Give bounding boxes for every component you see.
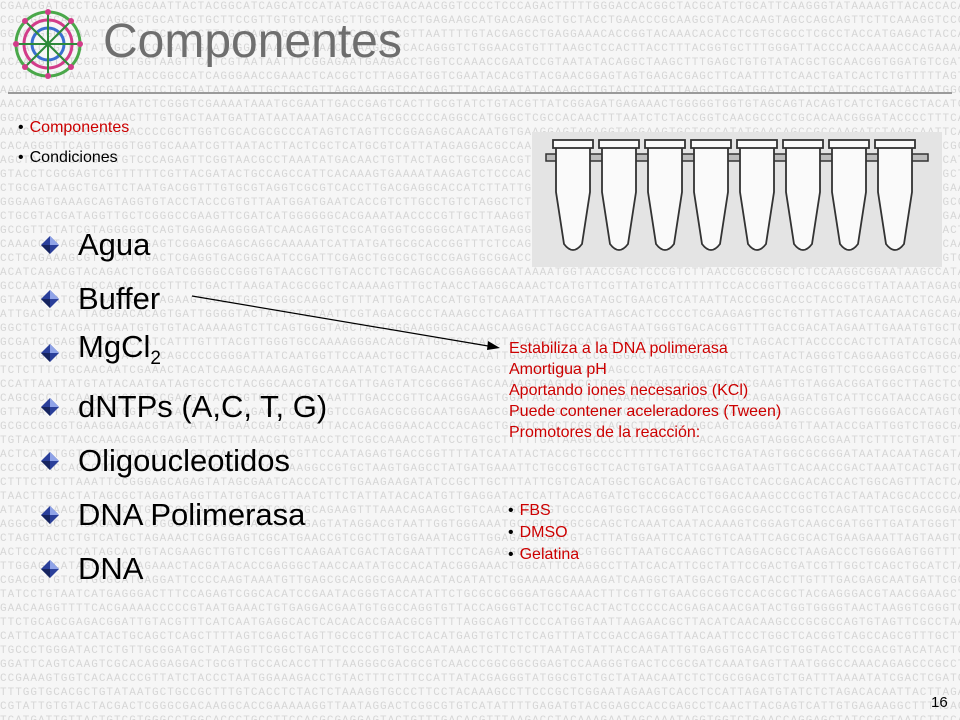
diamond-bullet-icon xyxy=(41,506,59,524)
diamond-bullet-icon xyxy=(41,398,59,416)
pcr-tube-cap xyxy=(598,139,640,149)
pcr-tube-cap xyxy=(690,139,732,149)
diamond-bullet-icon xyxy=(41,560,59,578)
component-item-oligonucleotidos: Oligoucleotidos xyxy=(40,434,327,488)
pcr-tubes-image xyxy=(532,132,942,267)
component-label: MgCl2 xyxy=(78,325,161,381)
component-label: Oligoucleotidos xyxy=(78,443,290,478)
pcr-tube-cap xyxy=(736,139,778,149)
additive-item: Gelatina xyxy=(508,544,580,566)
diamond-bullet-icon xyxy=(41,452,59,470)
additive-label: Gelatina xyxy=(519,546,580,563)
component-label: DNA Polimerasa xyxy=(78,497,306,532)
additive-label: FBS xyxy=(519,502,551,519)
component-item-agua: Agua xyxy=(40,218,327,272)
pcr-tube xyxy=(785,143,821,251)
section-nav-item-condiciones[interactable]: Condiciones xyxy=(18,148,129,168)
component-label-subscript: 2 xyxy=(150,348,161,370)
additive-label: DMSO xyxy=(519,524,568,541)
pcr-tube xyxy=(831,143,867,251)
component-label: dNTPs (A,C, T, G) xyxy=(78,389,328,424)
pcr-tube-cap xyxy=(552,139,594,149)
diamond-bullet-icon xyxy=(41,236,59,254)
component-item-mgcl2: MgCl2 xyxy=(40,326,327,380)
title-divider xyxy=(8,92,952,94)
section-nav-item-componentes[interactable]: Componentes xyxy=(18,118,130,138)
dna-helix-ring-icon xyxy=(13,9,83,79)
component-label: Buffer xyxy=(78,281,161,316)
pcr-tube-cap xyxy=(828,139,870,149)
component-label: Agua xyxy=(78,227,151,262)
buffer-notes: Estabiliza a la DNA polimerasa Amortigua… xyxy=(509,338,781,443)
component-item-dntps: dNTPs (A,C, T, G) xyxy=(40,380,327,434)
section-nav-label: Condiciones xyxy=(29,149,118,166)
buffer-note: Puede contener aceleradores (Tween) xyxy=(509,403,782,420)
diamond-bullet-icon xyxy=(41,344,59,362)
buffer-note: Estabiliza a la DNA polimerasa xyxy=(509,340,728,357)
pcr-tube xyxy=(555,143,591,251)
pcr-tube xyxy=(647,143,683,251)
buffer-note: Promotores de la reacción: xyxy=(509,424,701,441)
pcr-tube xyxy=(739,143,775,251)
pcr-tube-cap xyxy=(782,139,824,149)
component-list: Agua Buffer MgCl2 dNTPs (A,C, T, G) Olig… xyxy=(40,218,327,596)
additive-list: FBS DMSO Gelatina xyxy=(508,500,580,566)
page-number: 16 xyxy=(931,694,948,711)
component-item-buffer: Buffer xyxy=(40,272,327,326)
component-label: DNA xyxy=(78,551,144,586)
component-item-dna: DNA xyxy=(40,542,327,596)
additive-item: DMSO xyxy=(508,522,579,544)
additive-item: FBS xyxy=(508,500,579,522)
pcr-tube-cap xyxy=(644,139,686,149)
pcr-tube xyxy=(877,143,913,251)
section-nav-label: Componentes xyxy=(29,119,130,136)
section-nav: Componentes Condiciones xyxy=(18,118,130,178)
slide-title: Componentes xyxy=(103,15,402,68)
diamond-bullet-icon xyxy=(41,290,59,308)
pcr-tube xyxy=(601,143,637,251)
component-label-base: MgCl xyxy=(78,328,151,364)
buffer-note: Amortigua pH xyxy=(509,361,607,378)
pcr-tube xyxy=(693,143,729,251)
pcr-tube-cap xyxy=(874,139,916,149)
component-item-dna-polimerasa: DNA Polimerasa xyxy=(40,488,327,542)
buffer-note: Aportando iones necesarios (KCl) xyxy=(509,382,749,399)
